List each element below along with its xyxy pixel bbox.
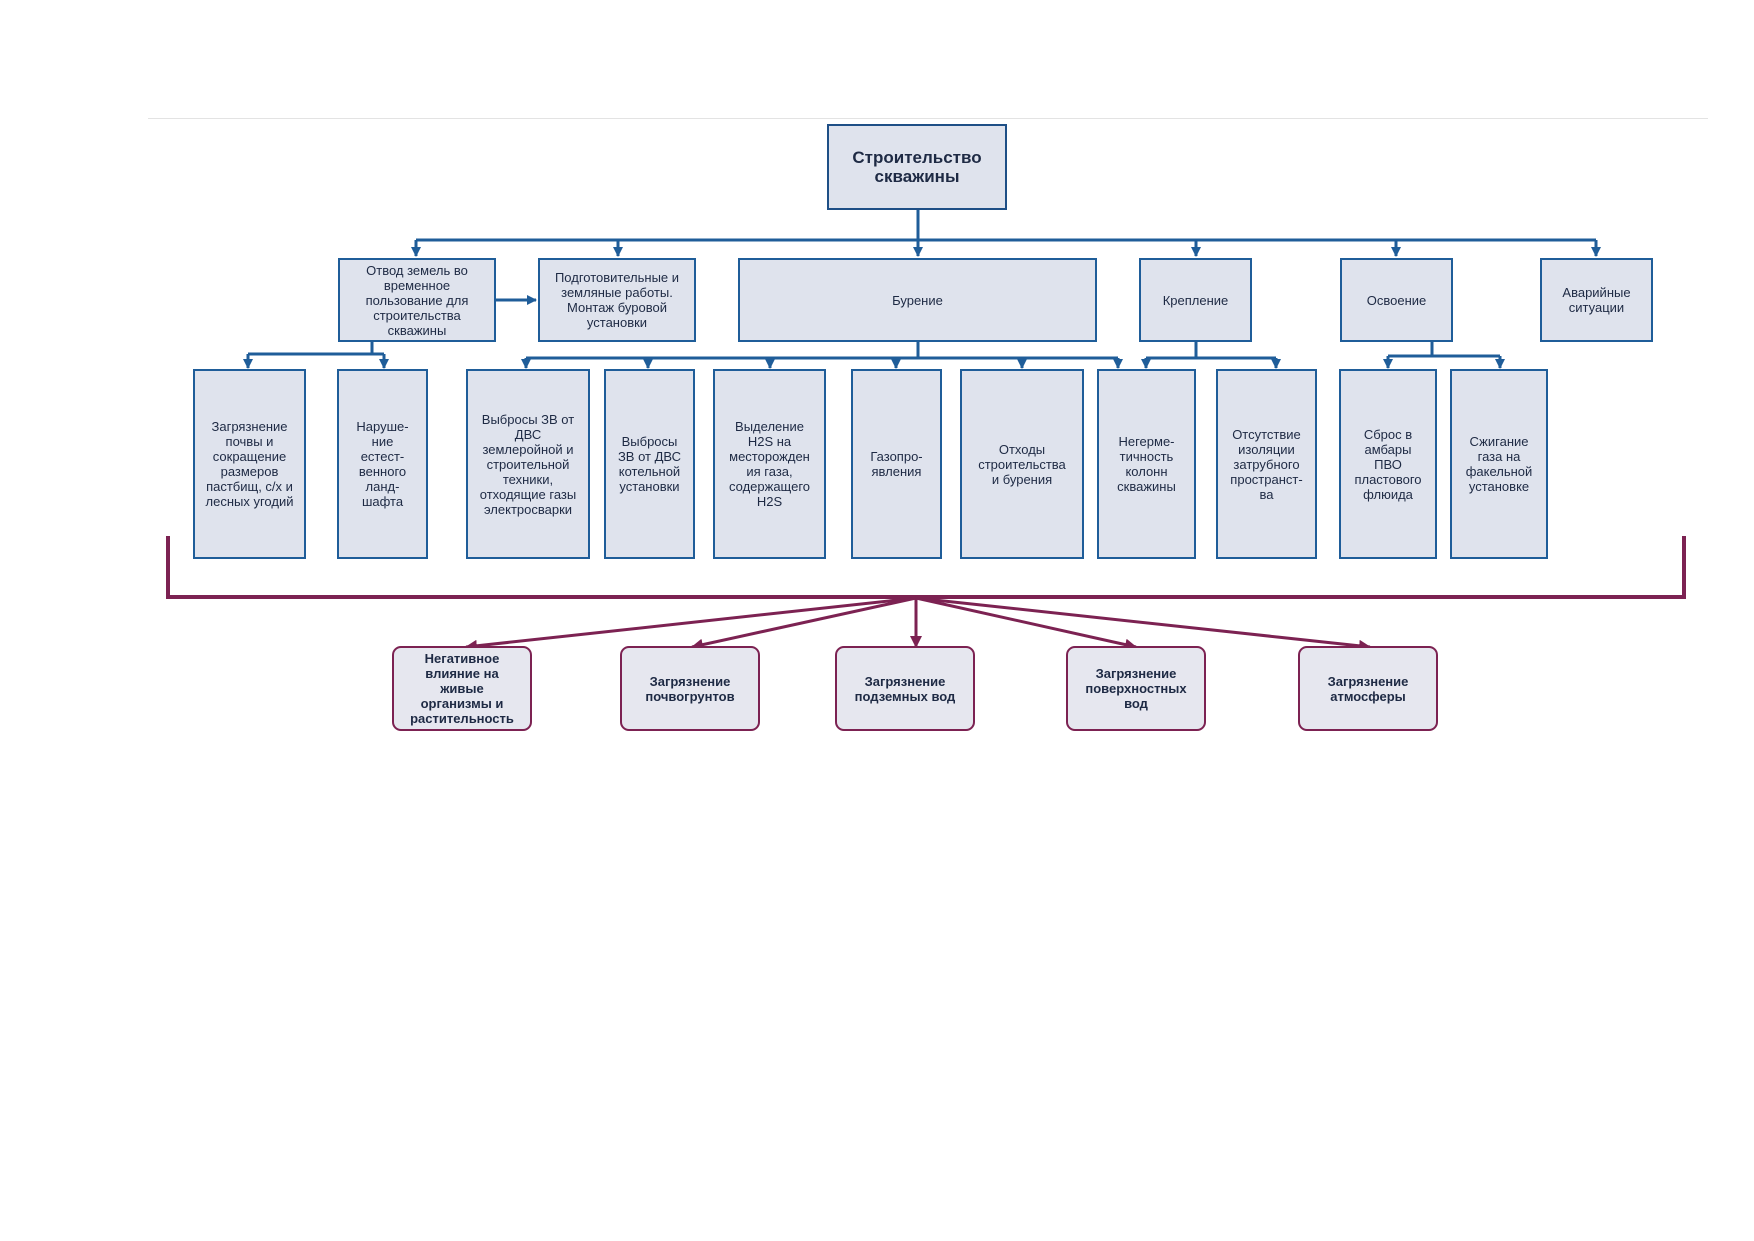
impact-sbros: Сброс в амбары ПВО пластового флюида bbox=[1339, 369, 1437, 559]
impact-vybrosy-zemler: Выбросы ЗВ от ДВС землеройной и строител… bbox=[466, 369, 590, 559]
outcome-podzemnye: Загрязнение подземных вод bbox=[835, 646, 975, 731]
impact-narushenie: Наруше- ние естест- венного ланд- шафта bbox=[337, 369, 428, 559]
stage-burenie: Бурение bbox=[738, 258, 1097, 342]
top-divider bbox=[148, 118, 1708, 119]
root-box: Строительство скважины bbox=[827, 124, 1007, 210]
impact-negermetichnost: Негерме- тичность колонн скважины bbox=[1097, 369, 1196, 559]
stage-osvoenie: Освоение bbox=[1340, 258, 1453, 342]
impact-zagr-pochvy: Загрязнение почвы и сокращение размеров … bbox=[193, 369, 306, 559]
outcome-poverkhnostnye: Загрязнение поверхностных вод bbox=[1066, 646, 1206, 731]
impact-szhiganie: Сжигание газа на факельной установке bbox=[1450, 369, 1548, 559]
outcome-organizmy: Негативное влияние на живые организмы и … bbox=[392, 646, 532, 731]
outcome-atmosfera: Загрязнение атмосферы bbox=[1298, 646, 1438, 731]
stage-otvod: Отвод земель во временное пользование дл… bbox=[338, 258, 496, 342]
impact-otsutstvie: Отсутствие изоляции затрубного пространс… bbox=[1216, 369, 1317, 559]
stage-podgotov: Подготовительные и земляные работы. Монт… bbox=[538, 258, 696, 342]
arrow-pochvogrunty bbox=[691, 596, 917, 651]
arrow-poverkhnostnye bbox=[915, 596, 1137, 651]
arrow-organizmy bbox=[465, 596, 917, 652]
impact-gazoproyavleniya: Газопро- явления bbox=[851, 369, 942, 559]
outcome-pochvogrunty: Загрязнение почвогрунтов bbox=[620, 646, 760, 731]
impact-vybrosy-kotel: Выбросы ЗВ от ДВС котельной установки bbox=[604, 369, 695, 559]
stage-kreplenie: Крепление bbox=[1139, 258, 1252, 342]
impact-othody: Отходы строительства и бурения bbox=[960, 369, 1084, 559]
arrow-atmosfera bbox=[915, 596, 1371, 652]
stage-avariinye: Аварийные ситуации bbox=[1540, 258, 1653, 342]
impact-h2s: Выделение H2S на месторожден ия газа, со… bbox=[713, 369, 826, 559]
bracket bbox=[166, 536, 1686, 599]
